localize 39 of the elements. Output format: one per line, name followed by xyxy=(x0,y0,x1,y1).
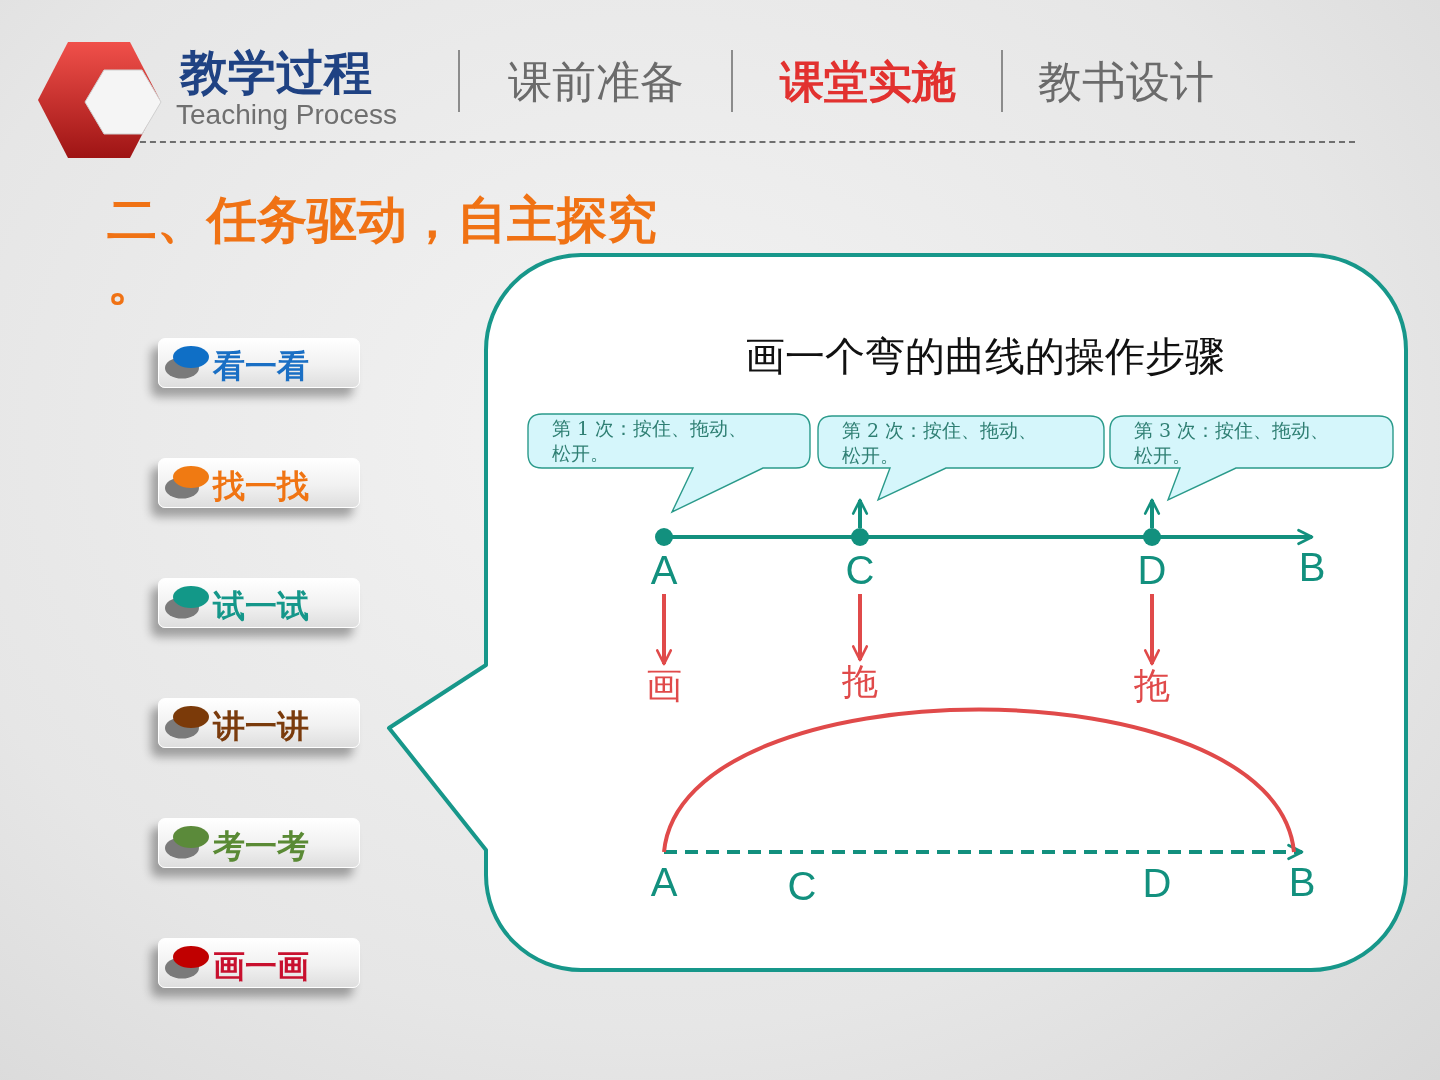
nav-label: 课堂实施 xyxy=(780,56,956,109)
point-label: B xyxy=(1298,537,1326,597)
callout-text: 第 2 次：按住、拖动、松开。 xyxy=(842,418,1039,468)
nav-label: 课前准备 xyxy=(508,56,684,109)
connector-line xyxy=(875,535,1137,539)
nav-label: 教书设计 xyxy=(1038,56,1214,109)
action-label: 拖 xyxy=(1134,664,1170,708)
activity-button: 试一试 xyxy=(158,578,360,628)
activity-button: 考一考 xyxy=(158,818,360,868)
point-label: C xyxy=(845,547,875,594)
arrow xyxy=(851,594,869,662)
arrow xyxy=(655,594,673,666)
section-title: 二、任务驱动，自主探究。 xyxy=(107,190,658,313)
point-label: D xyxy=(1142,860,1172,907)
connector-line xyxy=(679,535,845,539)
arrow xyxy=(1167,528,1314,546)
arrow xyxy=(1143,594,1161,666)
action-label: 画 xyxy=(646,664,682,708)
callout-text: 第 1 次：按住、拖动、松开。 xyxy=(552,416,749,466)
activity-button: 找一找 xyxy=(158,458,360,508)
arrow xyxy=(851,498,869,528)
point-label: A xyxy=(650,547,678,594)
bubble-heading: 画一个弯的曲线的操作步骤 xyxy=(745,332,1225,380)
curve-line xyxy=(662,707,1296,853)
point-label: A xyxy=(650,852,678,912)
callout-box xyxy=(1110,416,1393,500)
point-label: D xyxy=(1137,547,1167,594)
callout-text: 第 3 次：按住、拖动、松开。 xyxy=(1134,418,1331,468)
point-label: B xyxy=(1288,852,1316,912)
arrow xyxy=(1143,498,1161,528)
callout-box xyxy=(528,414,810,512)
callout-box xyxy=(818,416,1104,500)
arrow xyxy=(664,843,1304,861)
point-label: C xyxy=(787,863,817,910)
speech-bubble xyxy=(385,250,1410,973)
activity-button: 画一画 xyxy=(158,938,360,988)
activity-button: 看一看 xyxy=(158,338,360,388)
action-label: 拖 xyxy=(842,660,878,704)
activity-button: 讲一讲 xyxy=(158,698,360,748)
